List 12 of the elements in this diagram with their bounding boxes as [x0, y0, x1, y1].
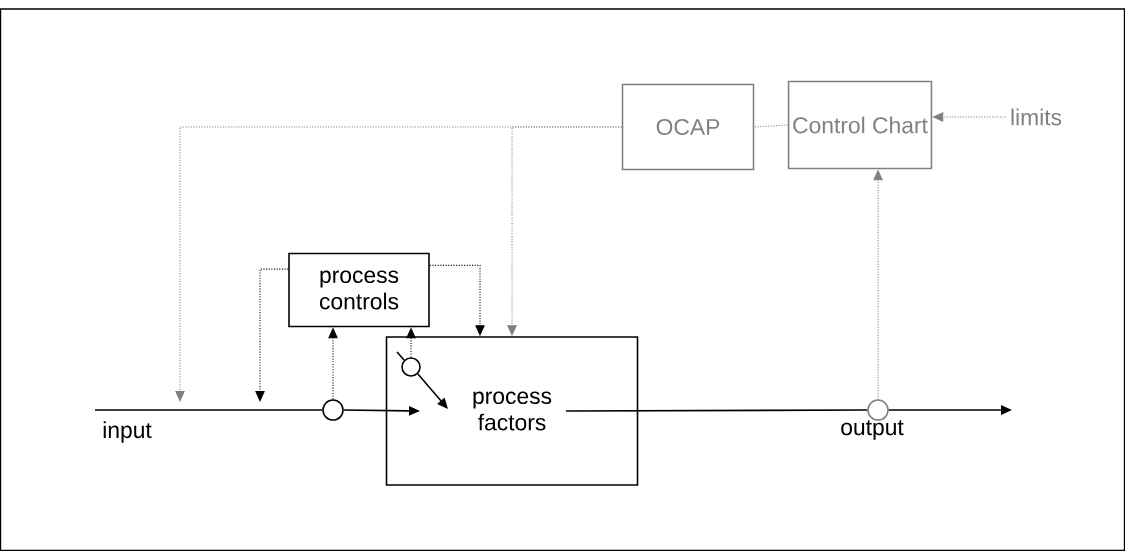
- signal-label: output: [841, 420, 904, 440]
- limits-text: limits: [1011, 108, 1062, 126]
- arrow: [417, 373, 448, 409]
- process-box: process factors: [385, 336, 639, 486]
- process-box: Control Chart: [787, 80, 933, 170]
- switch-drawing: [396, 351, 421, 377]
- signal-label: input: [103, 421, 152, 443]
- junction-circle: [867, 399, 889, 421]
- arrow: [255, 268, 289, 402]
- process-box: process controls: [288, 252, 430, 328]
- process-box: OCAP: [621, 83, 755, 171]
- junction-circle: [322, 399, 344, 421]
